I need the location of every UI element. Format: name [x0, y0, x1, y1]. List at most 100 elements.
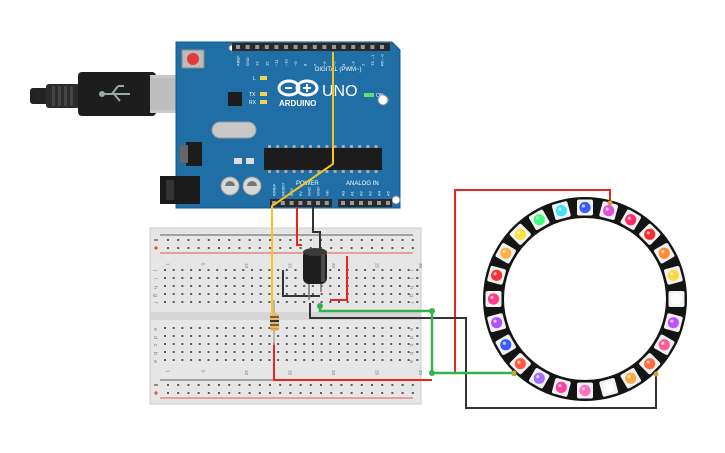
breadboard-hole[interactable] [338, 359, 340, 361]
breadboard-hole[interactable] [277, 359, 280, 361]
breadboard-hole[interactable] [198, 359, 201, 361]
header-pin-hole[interactable] [322, 45, 327, 49]
breadboard-hole[interactable] [251, 327, 253, 329]
breadboard-hole[interactable] [329, 277, 332, 279]
breadboard-hole[interactable] [172, 335, 175, 337]
breadboard-hole[interactable] [172, 277, 175, 279]
rail-hole[interactable] [411, 392, 414, 394]
breadboard-hole[interactable] [329, 359, 332, 361]
breadboard-hole[interactable] [355, 285, 358, 287]
rail-hole[interactable] [167, 239, 169, 241]
breadboard-hole[interactable] [190, 343, 193, 345]
breadboard-hole[interactable] [216, 351, 219, 353]
rail-hole[interactable] [279, 392, 282, 394]
breadboard-hole[interactable] [416, 359, 419, 361]
rail-hole[interactable] [391, 247, 394, 249]
breadboard-hole[interactable] [268, 277, 271, 279]
breadboard-hole[interactable] [285, 335, 288, 337]
breadboard-hole[interactable] [381, 327, 384, 329]
breadboard-hole[interactable] [172, 343, 175, 345]
power-jack[interactable] [160, 176, 200, 204]
breadboard-hole[interactable] [407, 343, 410, 345]
rail-hole[interactable] [289, 247, 292, 249]
breadboard-hole[interactable] [181, 359, 184, 361]
rail-hole[interactable] [197, 392, 200, 394]
rail-hole[interactable] [391, 239, 394, 241]
breadboard-hole[interactable] [251, 351, 253, 353]
rail-hole[interactable] [330, 239, 333, 241]
rail-hole[interactable] [269, 392, 271, 394]
rail-hole[interactable] [401, 247, 404, 249]
breadboard-hole[interactable] [224, 277, 227, 279]
rail-hole[interactable] [360, 247, 363, 249]
breadboard-hole[interactable] [390, 269, 393, 271]
breadboard-hole[interactable] [416, 351, 419, 353]
breadboard-hole[interactable] [311, 285, 314, 287]
breadboard-hole[interactable] [224, 293, 227, 295]
breadboard-hole[interactable] [372, 343, 375, 345]
rail-hole[interactable] [340, 239, 343, 241]
breadboard-hole[interactable] [381, 335, 384, 337]
breadboard-hole[interactable] [407, 327, 410, 329]
breadboard-hole[interactable] [355, 343, 358, 345]
rail-hole[interactable] [350, 247, 353, 249]
header-pin-hole[interactable] [293, 45, 298, 49]
breadboard-hole[interactable] [181, 301, 184, 303]
breadboard-hole[interactable] [172, 359, 175, 361]
breadboard-hole[interactable] [338, 269, 340, 271]
breadboard-hole[interactable] [329, 351, 332, 353]
breadboard-hole[interactable] [285, 343, 288, 345]
breadboard-hole[interactable] [242, 327, 245, 329]
rail-hole[interactable] [177, 384, 180, 386]
breadboard-hole[interactable] [242, 343, 245, 345]
breadboard-hole[interactable] [216, 343, 219, 345]
breadboard-hole[interactable] [355, 277, 358, 279]
breadboard-hole[interactable] [207, 301, 210, 303]
rail-hole[interactable] [187, 384, 190, 386]
breadboard-hole[interactable] [311, 327, 314, 329]
rail-hole[interactable] [289, 239, 292, 241]
breadboard-hole[interactable] [303, 293, 306, 295]
rail-hole[interactable] [207, 247, 210, 249]
header-pin-hole[interactable] [303, 45, 308, 49]
breadboard-hole[interactable] [251, 277, 253, 279]
breadboard-hole[interactable] [259, 359, 262, 361]
rail-hole[interactable] [371, 247, 373, 249]
breadboard-hole[interactable] [355, 335, 358, 337]
rail-hole[interactable] [228, 392, 231, 394]
breadboard-hole[interactable] [381, 343, 384, 345]
breadboard-hole[interactable] [372, 327, 375, 329]
breadboard-hole[interactable] [233, 351, 236, 353]
breadboard-hole[interactable] [268, 343, 271, 345]
breadboard-hole[interactable] [329, 301, 332, 303]
rail-hole[interactable] [187, 239, 190, 241]
breadboard-hole[interactable] [277, 285, 280, 287]
breadboard-hole[interactable] [216, 335, 219, 337]
breadboard-hole[interactable] [181, 277, 184, 279]
wire-black-gnd[interactable] [312, 207, 321, 260]
rail-hole[interactable] [411, 384, 414, 386]
rail-hole[interactable] [360, 392, 363, 394]
breadboard-hole[interactable] [251, 343, 253, 345]
breadboard-hole[interactable] [416, 285, 419, 287]
breadboard-hole[interactable] [224, 327, 227, 329]
breadboard-hole[interactable] [398, 327, 401, 329]
breadboard-hole[interactable] [277, 351, 280, 353]
breadboard-hole[interactable] [416, 269, 419, 271]
breadboard-hole[interactable] [190, 351, 193, 353]
breadboard-hole[interactable] [355, 351, 358, 353]
breadboard-hole[interactable] [294, 351, 297, 353]
rail-hole[interactable] [197, 247, 200, 249]
breadboard-hole[interactable] [216, 301, 219, 303]
breadboard-hole[interactable] [277, 301, 280, 303]
breadboard-hole[interactable] [216, 285, 219, 287]
breadboard-hole[interactable] [364, 351, 367, 353]
breadboard-hole[interactable] [198, 301, 201, 303]
breadboard-hole[interactable] [164, 293, 166, 295]
breadboard-hole[interactable] [346, 359, 349, 361]
rail-hole[interactable] [309, 392, 312, 394]
ring-contact-pad[interactable] [607, 200, 613, 206]
